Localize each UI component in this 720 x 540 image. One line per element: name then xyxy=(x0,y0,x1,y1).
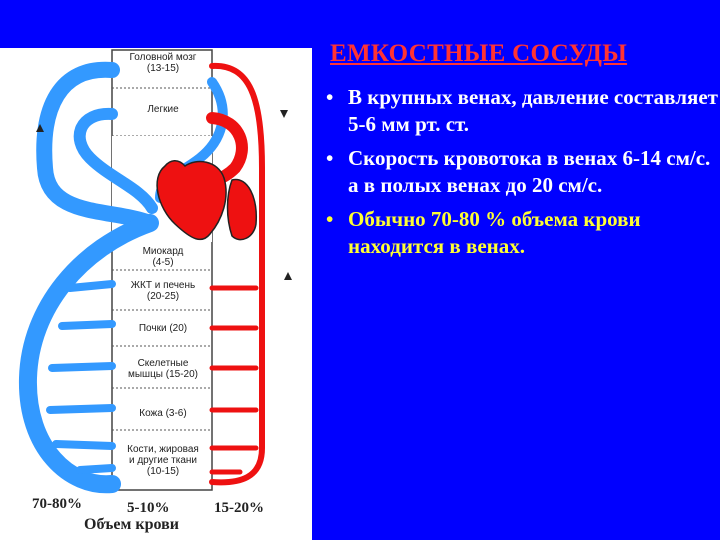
ventricle-shape xyxy=(226,178,257,241)
arterial-vessels xyxy=(200,62,265,486)
organ-lungs: Легкие xyxy=(147,104,179,115)
organ-myocardium: Миокард(4-5) xyxy=(142,246,184,268)
circulation-drawing xyxy=(18,49,292,494)
venous-percent: 70-80% xyxy=(32,496,82,512)
blood-volume-caption: Объем крови xyxy=(84,516,179,533)
bullet-item-highlight: Обычно 70-80 % объема крови находится в … xyxy=(322,206,718,260)
bullet-item: Скорость кровотока в венах 6-14 см/с. а … xyxy=(322,145,718,199)
circulation-diagram: Головной мозг(13-15) Легкие Миокард(4-5)… xyxy=(0,48,312,540)
organ-brain: Головной мозг(13-15) xyxy=(129,52,197,74)
arrow-up-icon xyxy=(36,124,44,132)
organ-skin: Кожа (3-6) xyxy=(139,408,187,419)
capillary-percent: 5-10% xyxy=(127,500,170,516)
flow-arrows xyxy=(36,110,292,280)
heart-icon xyxy=(156,160,227,241)
arterial-percent: 15-20% xyxy=(214,500,264,516)
organ-kidneys: Почки (20) xyxy=(138,323,188,334)
organ-gi-liver: ЖКТ и печень(20-25) xyxy=(130,280,196,302)
bullet-item: В крупных венах, давление составляет 5-6… xyxy=(322,84,718,138)
slide-title: ЕМКОСТНЫЕ СОСУДЫ xyxy=(330,40,628,67)
bullet-list: В крупных венах, давление составляет 5-6… xyxy=(322,84,718,267)
arrow-down-icon xyxy=(280,110,288,118)
arrow-up-icon xyxy=(284,272,292,280)
